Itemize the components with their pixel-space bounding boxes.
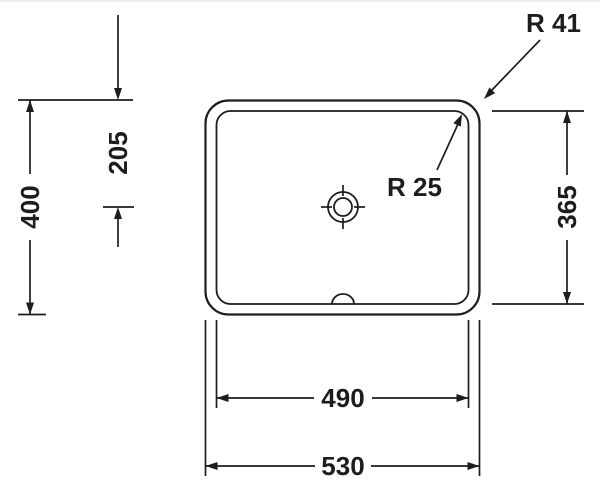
radius-outer-label: R 41 <box>526 8 581 38</box>
drain-group <box>321 185 365 229</box>
arrow-right-icon <box>467 462 480 470</box>
arrow-left-icon <box>216 394 229 402</box>
dim-inner-depth-label: 365 <box>552 185 582 228</box>
arrow-up-icon <box>26 100 34 112</box>
radius-inner-callout: R 25 <box>387 114 462 202</box>
arrow-down-left-icon <box>484 87 496 99</box>
radius-inner-leader-line <box>436 123 459 171</box>
arrow-down-icon <box>114 88 122 100</box>
dim-top-to-drain: 205 <box>103 15 134 247</box>
radius-outer-callout: R 41 <box>484 8 581 99</box>
drain-inner-circle <box>333 197 353 217</box>
dim-overall-depth: 400 <box>15 99 133 316</box>
dim-overall-depth-label: 400 <box>15 185 45 228</box>
dim-inner-depth: 365 <box>492 110 584 305</box>
arrow-up-icon <box>563 111 571 123</box>
radius-outer-leader-line <box>490 39 541 92</box>
overflow-mark <box>331 293 355 305</box>
dim-inner-width: 490 <box>215 320 470 413</box>
dim-overall-width-label: 530 <box>321 451 364 481</box>
arrow-left-icon <box>205 462 218 470</box>
dim-top-to-drain-label: 205 <box>103 131 133 174</box>
arrow-right-icon <box>456 394 469 402</box>
sink-outer-rim <box>204 99 481 316</box>
arrow-down-icon <box>563 292 571 304</box>
dim-overall-width: 530 <box>204 320 481 481</box>
arrow-up-right-icon <box>453 114 462 127</box>
sink-outline-group <box>204 99 481 316</box>
dim-inner-width-label: 490 <box>321 383 364 413</box>
radius-inner-label: R 25 <box>387 172 442 202</box>
arrow-up-icon <box>114 207 122 219</box>
drain-outer-circle <box>327 191 359 223</box>
sink-inner-basin <box>215 110 470 305</box>
arrow-down-icon <box>26 302 34 315</box>
